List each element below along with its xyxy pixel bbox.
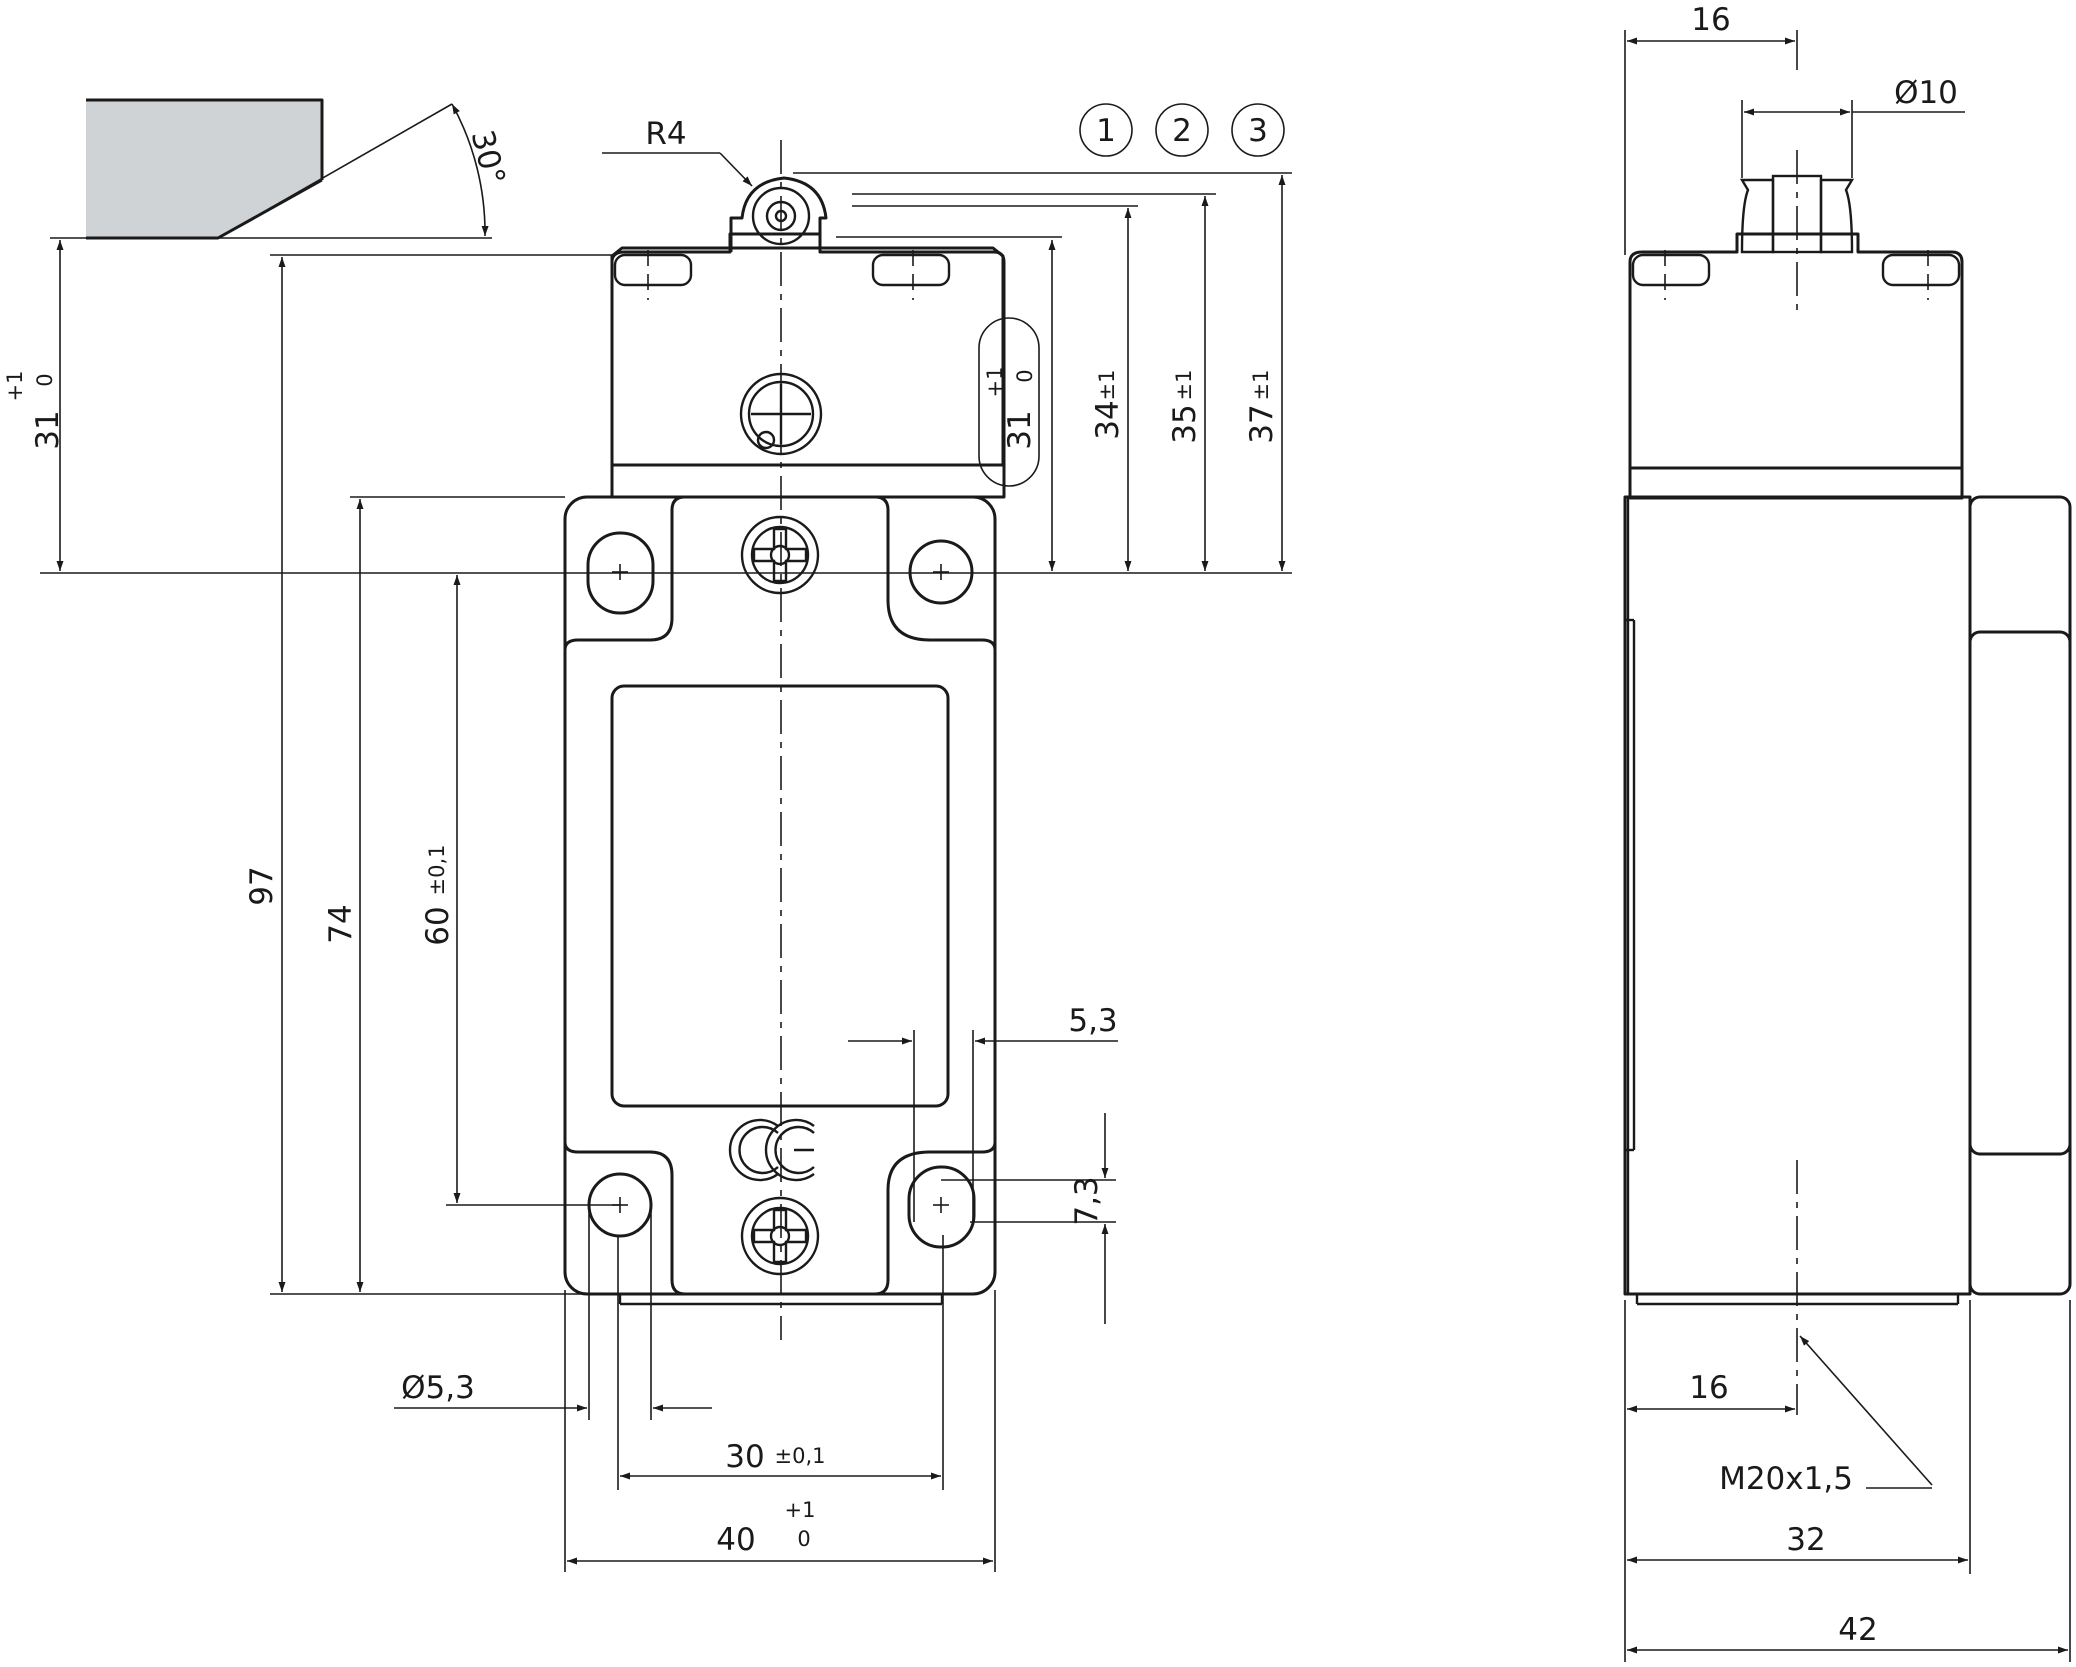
front-view-dimensions: R4 1 2 3 31 +1 0 31 +1 0 34 ±1 35 ±1 37 … [3, 103, 1292, 1572]
dim-31-left-upper: +1 [3, 371, 27, 402]
dim-37: 37 [1244, 404, 1280, 443]
dim-r4: R4 [645, 116, 686, 152]
dim-16-bottom: 16 [1689, 1370, 1728, 1406]
dim-31-right-lower: 0 [1013, 369, 1037, 382]
dim-34: 34 [1090, 400, 1126, 439]
dim-31-left: 31 [30, 410, 66, 449]
dim-35: 35 [1167, 404, 1203, 443]
dim-dia-5-3: Ø5,3 [401, 1370, 475, 1406]
dim-35-tol: ±1 [1172, 370, 1196, 401]
dim-42: 42 [1838, 1612, 1877, 1648]
dim-7-3: 7,3 [1069, 1176, 1105, 1225]
ce-mark-icon [728, 1118, 815, 1182]
dim-angle-30: 30° [464, 127, 512, 189]
dim-31-right: 31 [1002, 410, 1038, 449]
dim-74: 74 [323, 904, 359, 943]
dim-30: 30 [725, 1439, 764, 1475]
dim-5-3: 5,3 [1068, 1003, 1117, 1039]
dim-60: 60 [420, 906, 456, 945]
dim-40-upper: +1 [785, 1498, 816, 1522]
dim-31-left-lower: 0 [33, 373, 57, 386]
marker-2: 2 [1172, 113, 1192, 149]
dim-40: 40 [716, 1522, 755, 1558]
dim-60-tol: ±0,1 [425, 845, 449, 896]
marker-3: 3 [1248, 113, 1268, 149]
dim-34-tol: ±1 [1095, 370, 1119, 401]
dim-16-top: 16 [1691, 2, 1730, 38]
dim-30-tol: ±0,1 [775, 1444, 826, 1468]
dim-32: 32 [1786, 1522, 1825, 1558]
dim-97: 97 [244, 866, 280, 905]
dim-31-right-upper: +1 [983, 367, 1007, 398]
side-view [1623, 150, 2072, 1415]
dim-40-lower: 0 [797, 1527, 810, 1551]
marker-1: 1 [1096, 113, 1116, 149]
actuator-cam-sketch: 30° [50, 98, 512, 240]
thread-label: M20x1,5 [1719, 1461, 1853, 1497]
front-view [563, 140, 1006, 1340]
side-view-dimensions: 16 Ø10 16 M20x1,5 32 42 [1624, 2, 2071, 1662]
dim-37-tol: ±1 [1249, 370, 1273, 401]
dim-dia-10: Ø10 [1894, 75, 1958, 111]
